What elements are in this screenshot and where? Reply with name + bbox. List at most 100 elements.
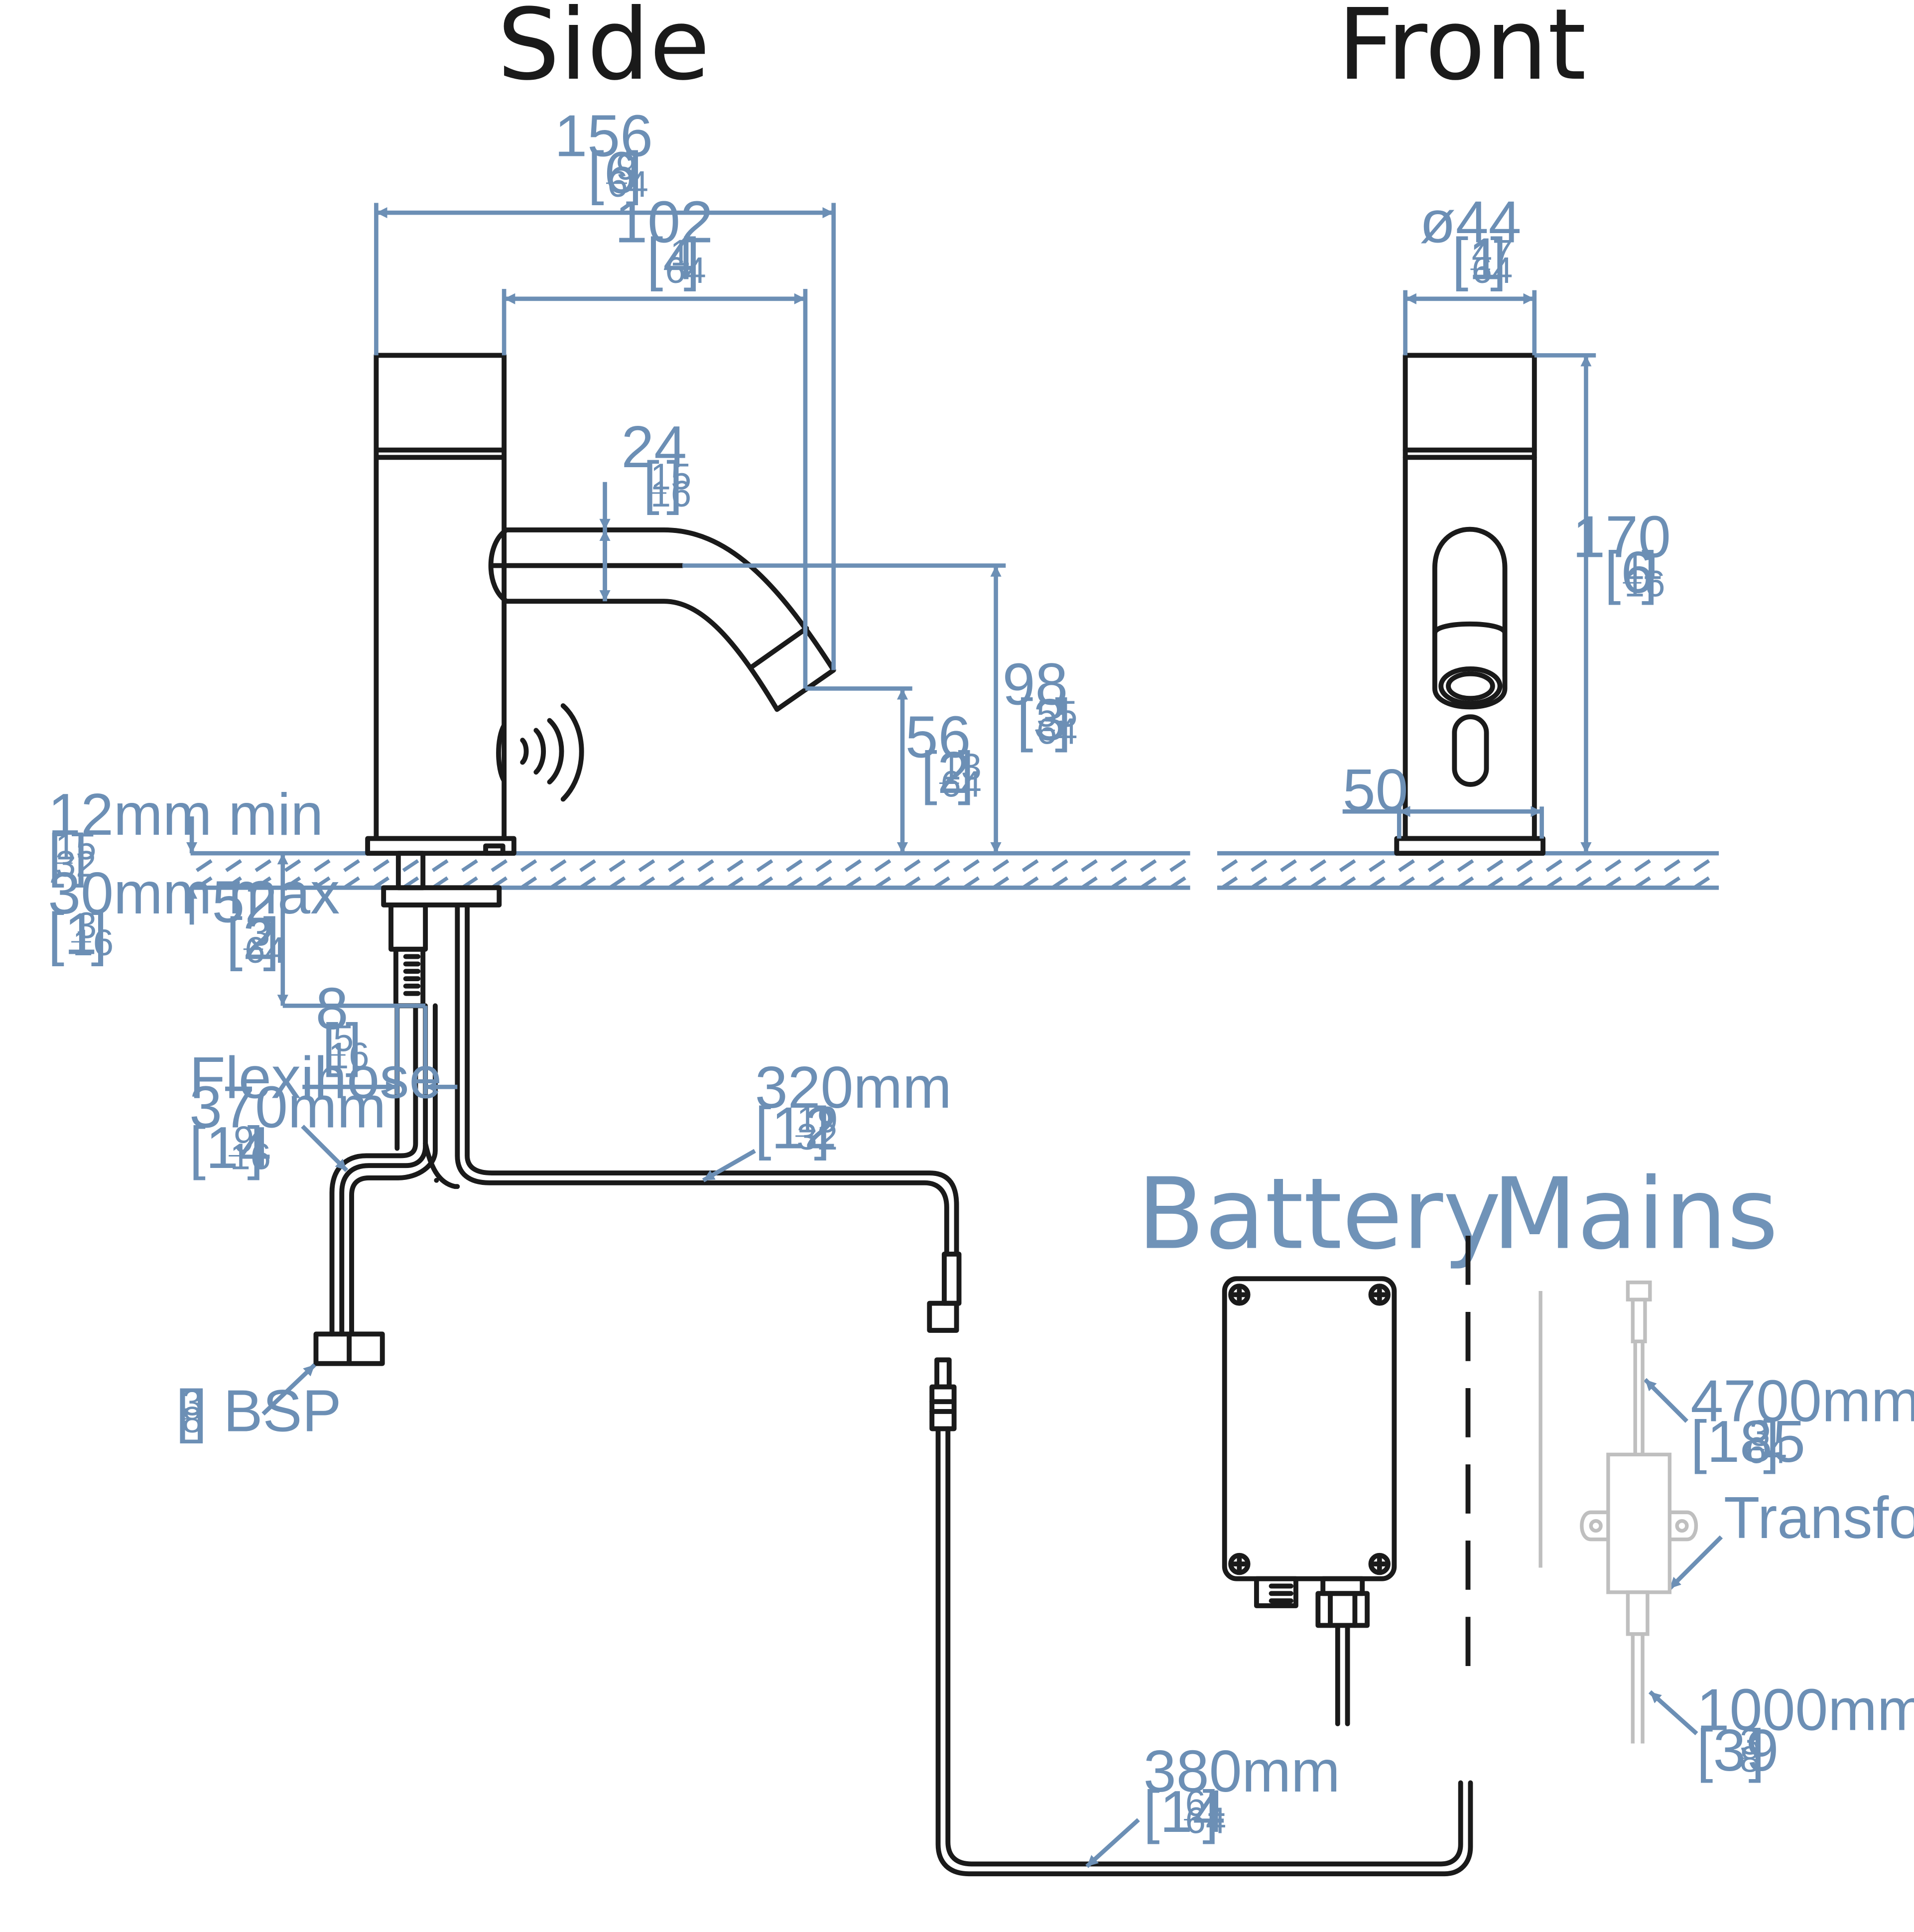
hatch-line [1280, 859, 1297, 872]
flexihose-label: Flexihose [189, 1045, 442, 1111]
dim-102-inch: [4 [646, 226, 696, 292]
dim-52-inch: [2 [226, 906, 275, 972]
hatch-line [1339, 859, 1356, 872]
hatch-line [1250, 859, 1268, 872]
dim-170-inch: [6 [1605, 540, 1654, 606]
side-view-title: Side [498, 0, 710, 102]
dim-24-num: 15 [650, 456, 691, 498]
bsp-open: [ [176, 1378, 192, 1444]
mains-title: Mains [1492, 1157, 1778, 1272]
hatch-line [933, 876, 950, 890]
hatch-line [343, 876, 360, 890]
dim-102-close: ] [684, 226, 700, 292]
hatch-line [1516, 876, 1533, 890]
hatch-line [1663, 876, 1681, 890]
hatch-line [1169, 876, 1186, 890]
hatch-line [874, 876, 892, 890]
dim-4700mm-den: 64 [1746, 1430, 1786, 1471]
hatch-line [1081, 859, 1098, 872]
dim-30mm-num: 3 [76, 905, 97, 946]
hatch-line [1280, 876, 1297, 890]
dim-12mm-num: 15 [55, 826, 96, 868]
fraction-bars [54, 182, 1765, 1821]
hatch-line [609, 876, 626, 890]
hatch-line [1693, 859, 1710, 872]
dim-98-inch: [3 [1017, 687, 1066, 753]
hatch-line [1545, 876, 1563, 890]
hatch-line [1398, 876, 1415, 890]
dim-380mm-label: 380mm [1144, 1739, 1340, 1804]
hatch-line [1081, 876, 1098, 890]
hatch-line [1169, 859, 1186, 872]
hatch-line [225, 859, 242, 872]
hatch-line [1516, 859, 1533, 872]
dim-30mm-inch: [1 [48, 902, 97, 967]
dim-44-close: ] [1490, 226, 1507, 292]
hatch-line [313, 876, 331, 890]
hatch-line [579, 876, 596, 890]
hatch-line [1575, 876, 1592, 890]
dim-98-den: 64 [1036, 711, 1077, 752]
hatch-line [1634, 876, 1651, 890]
hatch-line [1486, 859, 1504, 872]
hatch-line [431, 859, 449, 872]
countertop-front [1217, 851, 1719, 890]
dim-1000mm-label: 1000mm [1697, 1677, 1914, 1743]
dim-24-label: 24 [621, 414, 687, 480]
bsp-den: 8 [182, 1399, 202, 1440]
mains-transformer [1580, 1281, 1698, 1744]
hatch-line [549, 876, 567, 890]
hatch-line [1021, 876, 1039, 890]
hatch-line [255, 859, 272, 872]
hatch-line [549, 859, 567, 872]
hatch-line [1457, 859, 1474, 872]
dim-102-label: 102 [615, 189, 713, 255]
flexihose-inch: [14 [189, 1115, 271, 1181]
dim-56-den: 64 [940, 764, 981, 805]
hatch-line [667, 859, 685, 872]
dim-24-den: 16 [650, 473, 691, 515]
dimension-labels: 156 [6 9 64 ] 102 [4 1 64 ] 24 [ 15 16 ]… [48, 104, 1914, 1845]
hatch-line [1398, 859, 1415, 872]
front-view-title: Front [1337, 0, 1586, 102]
hatch-line [1604, 876, 1622, 890]
dim-4700mm-num: 3 [1750, 1413, 1770, 1454]
hatch-line [313, 859, 331, 872]
dim-8-label: 8 [316, 976, 349, 1042]
hatch-line [520, 876, 537, 890]
dim-30mm-den: 16 [73, 922, 114, 963]
hatch-line [1693, 876, 1710, 890]
flexihose-length: 370mm [189, 1075, 386, 1141]
dim-52-num: 3 [250, 912, 270, 953]
dim-380mm-num: 61 [1185, 1783, 1226, 1824]
dim-8-inch: [ [322, 1012, 339, 1078]
dim-8-num: 5 [333, 1018, 354, 1059]
hatch-line [491, 859, 508, 872]
hatch-line [874, 859, 892, 872]
hatch-line [727, 859, 744, 872]
dim-12mm-label: 12mm min [48, 782, 323, 848]
hatch-line [903, 859, 921, 872]
dim-98-close: ] [1055, 687, 1071, 753]
dim-30mm-label: 30mm max [48, 861, 340, 926]
dim-12mm-den: 32 [55, 843, 96, 885]
hatch-line [1309, 876, 1327, 890]
hatch-line [1309, 859, 1327, 872]
dim-8-den: 16 [328, 1035, 369, 1076]
hatch-line [756, 859, 773, 872]
hatch-line [1339, 876, 1356, 890]
dim-102-den: 64 [665, 250, 706, 291]
hatch-line [1457, 876, 1474, 890]
hatch-line [373, 859, 390, 872]
hatch-line [1634, 859, 1651, 872]
dim-380mm-close: ] [1202, 1779, 1219, 1845]
dim-4700mm-inch: [185 [1690, 1409, 1805, 1475]
hatch-line [903, 876, 921, 890]
hatch-line [1140, 876, 1157, 890]
dim-24-close: ] [666, 450, 683, 516]
dim-4700mm-label: 4700mm [1690, 1369, 1914, 1434]
dim-320mm-num: 19 [797, 1099, 838, 1141]
hatch-line [609, 859, 626, 872]
hatch-line [1545, 859, 1563, 872]
